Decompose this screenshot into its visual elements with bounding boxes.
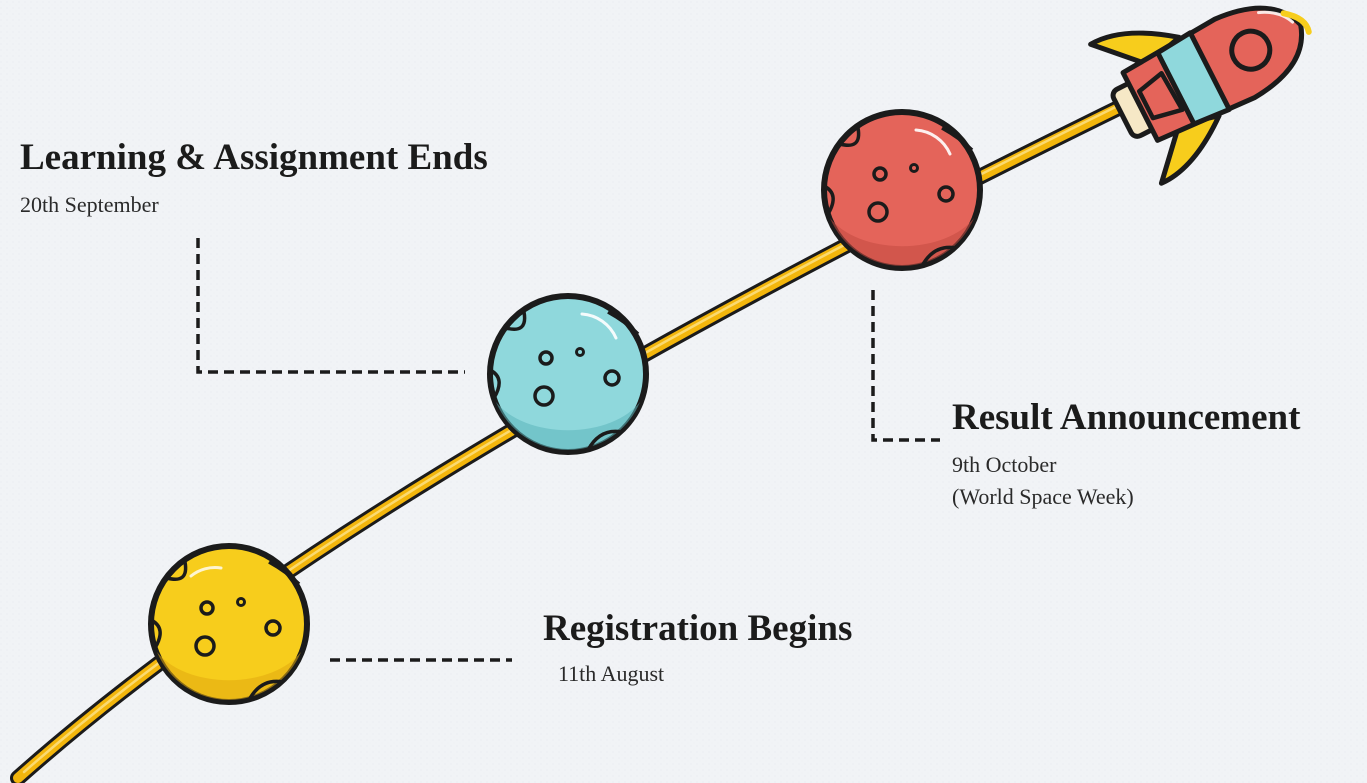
- learning-title: Learning & Assignment Ends: [20, 137, 488, 178]
- yellow-planet-icon: [148, 543, 310, 705]
- result-date: 9th October: [952, 451, 1057, 477]
- registration-milestone: Registration Begins 11th August: [543, 608, 853, 690]
- learning-date: 20th September: [20, 191, 159, 217]
- result-title: Result Announcement: [952, 397, 1301, 438]
- learning-connector: [196, 238, 465, 374]
- result-connector: [871, 290, 940, 442]
- red-planet-icon: [821, 109, 983, 271]
- rocket-icon: [1088, 5, 1312, 186]
- registration-date: 11th August: [558, 660, 665, 686]
- result-note: (World Space Week): [952, 483, 1134, 509]
- result-milestone: Result Announcement 9th October (World S…: [952, 397, 1301, 512]
- blue-planet-icon: [487, 293, 649, 455]
- learning-milestone: Learning & Assignment Ends 20th Septembe…: [20, 137, 488, 221]
- registration-title: Registration Begins: [543, 608, 853, 649]
